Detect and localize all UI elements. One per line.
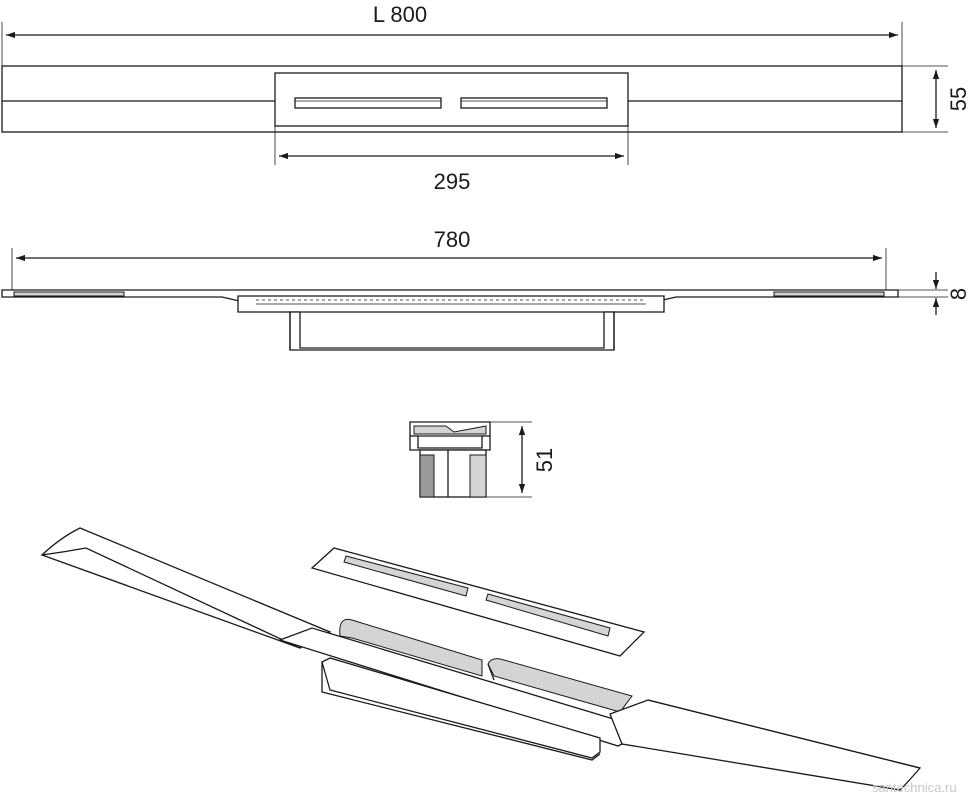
side-length-dimension-label: 780 — [434, 227, 471, 252]
top-view: L 800 295 55 — [1, 2, 970, 194]
section-view: 51 — [409, 421, 557, 498]
side-view: 780 8 — [1, 227, 970, 351]
length-dimension-label: L 800 — [373, 2, 427, 27]
watermark: santechnica.ru — [872, 780, 957, 795]
isometric-view — [40, 527, 922, 791]
drain-channel-body — [289, 311, 615, 351]
channel-outline — [1, 65, 903, 133]
grate-dimension-label: 295 — [434, 169, 471, 194]
height-dimension-label: 55 — [946, 87, 970, 111]
section-height-dimension-label: 51 — [532, 448, 557, 472]
grate-insert — [274, 72, 629, 127]
thickness-dimension-label: 8 — [946, 288, 970, 300]
